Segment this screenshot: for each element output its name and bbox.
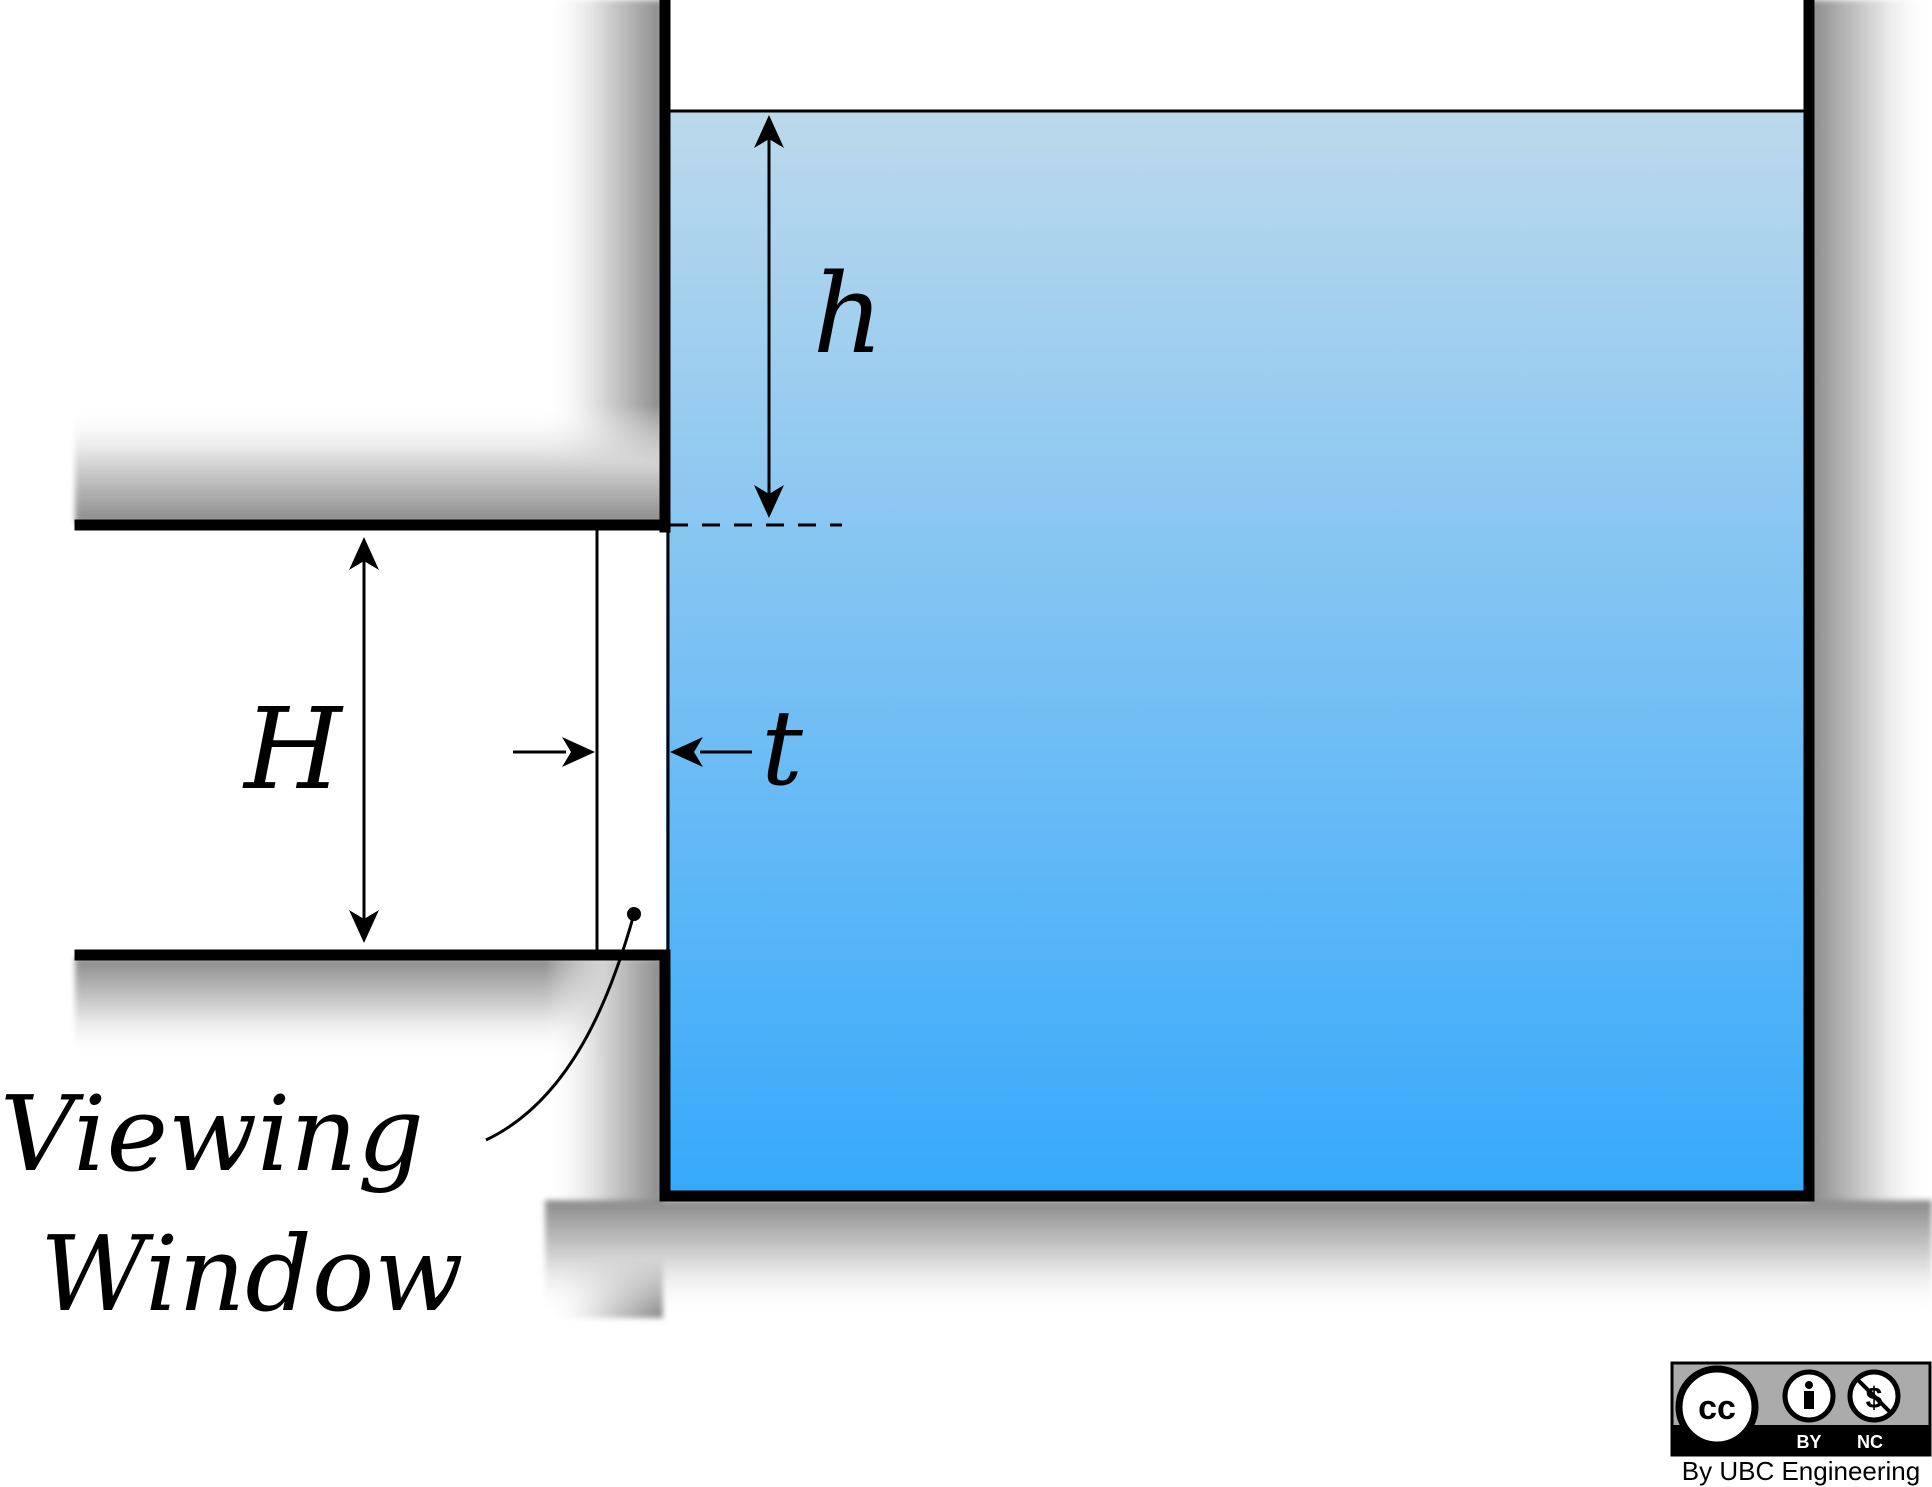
dimension-H-arrow-top: [349, 537, 379, 570]
callout-leader-line: [485, 913, 636, 1142]
bottom-shadow: [545, 1200, 1932, 1315]
dimension-h-arrow-top: [754, 115, 784, 148]
wall-shadows: [75, 0, 1932, 1318]
tank-walls: [74, 0, 1815, 1202]
label-H: H: [242, 685, 344, 815]
callout-line-1: Viewing: [0, 1073, 424, 1195]
dimension-t: t: [513, 687, 803, 809]
license-nc-label: NC: [1857, 1432, 1883, 1452]
viewing-window: [595, 530, 670, 951]
dimension-h-arrow-bottom: [754, 485, 784, 518]
attribution-icon-head: [1805, 1381, 1813, 1389]
attribution-icon-body: [1804, 1391, 1814, 1409]
license-credit: By UBC Engineering: [1682, 1456, 1920, 1486]
viewing-window-callout: Viewing Window: [0, 907, 641, 1335]
dimension-t-arrow-right: [670, 737, 703, 767]
license-badge: cc $ BY NC By UBC Engineering: [1670, 1361, 1932, 1486]
noncommercial-icon-slash: [1856, 1378, 1892, 1414]
label-t: t: [761, 687, 803, 809]
label-h: h: [813, 250, 884, 378]
right-wall-shadow: [1810, 0, 1932, 1240]
dimension-H-arrow-bottom: [349, 910, 379, 943]
dimension-t-arrow-left: [562, 737, 595, 767]
cc-icon: [1675, 1365, 1759, 1449]
water-body: [666, 111, 1808, 1195]
dimension-H: H: [242, 537, 379, 943]
license-by-label: BY: [1796, 1432, 1821, 1452]
callout-line-2: Window: [40, 1213, 464, 1335]
dimension-h: h: [754, 115, 883, 518]
upper-ledge-shadow: [75, 405, 665, 523]
cc-icon-label: cc: [1698, 1389, 1736, 1427]
